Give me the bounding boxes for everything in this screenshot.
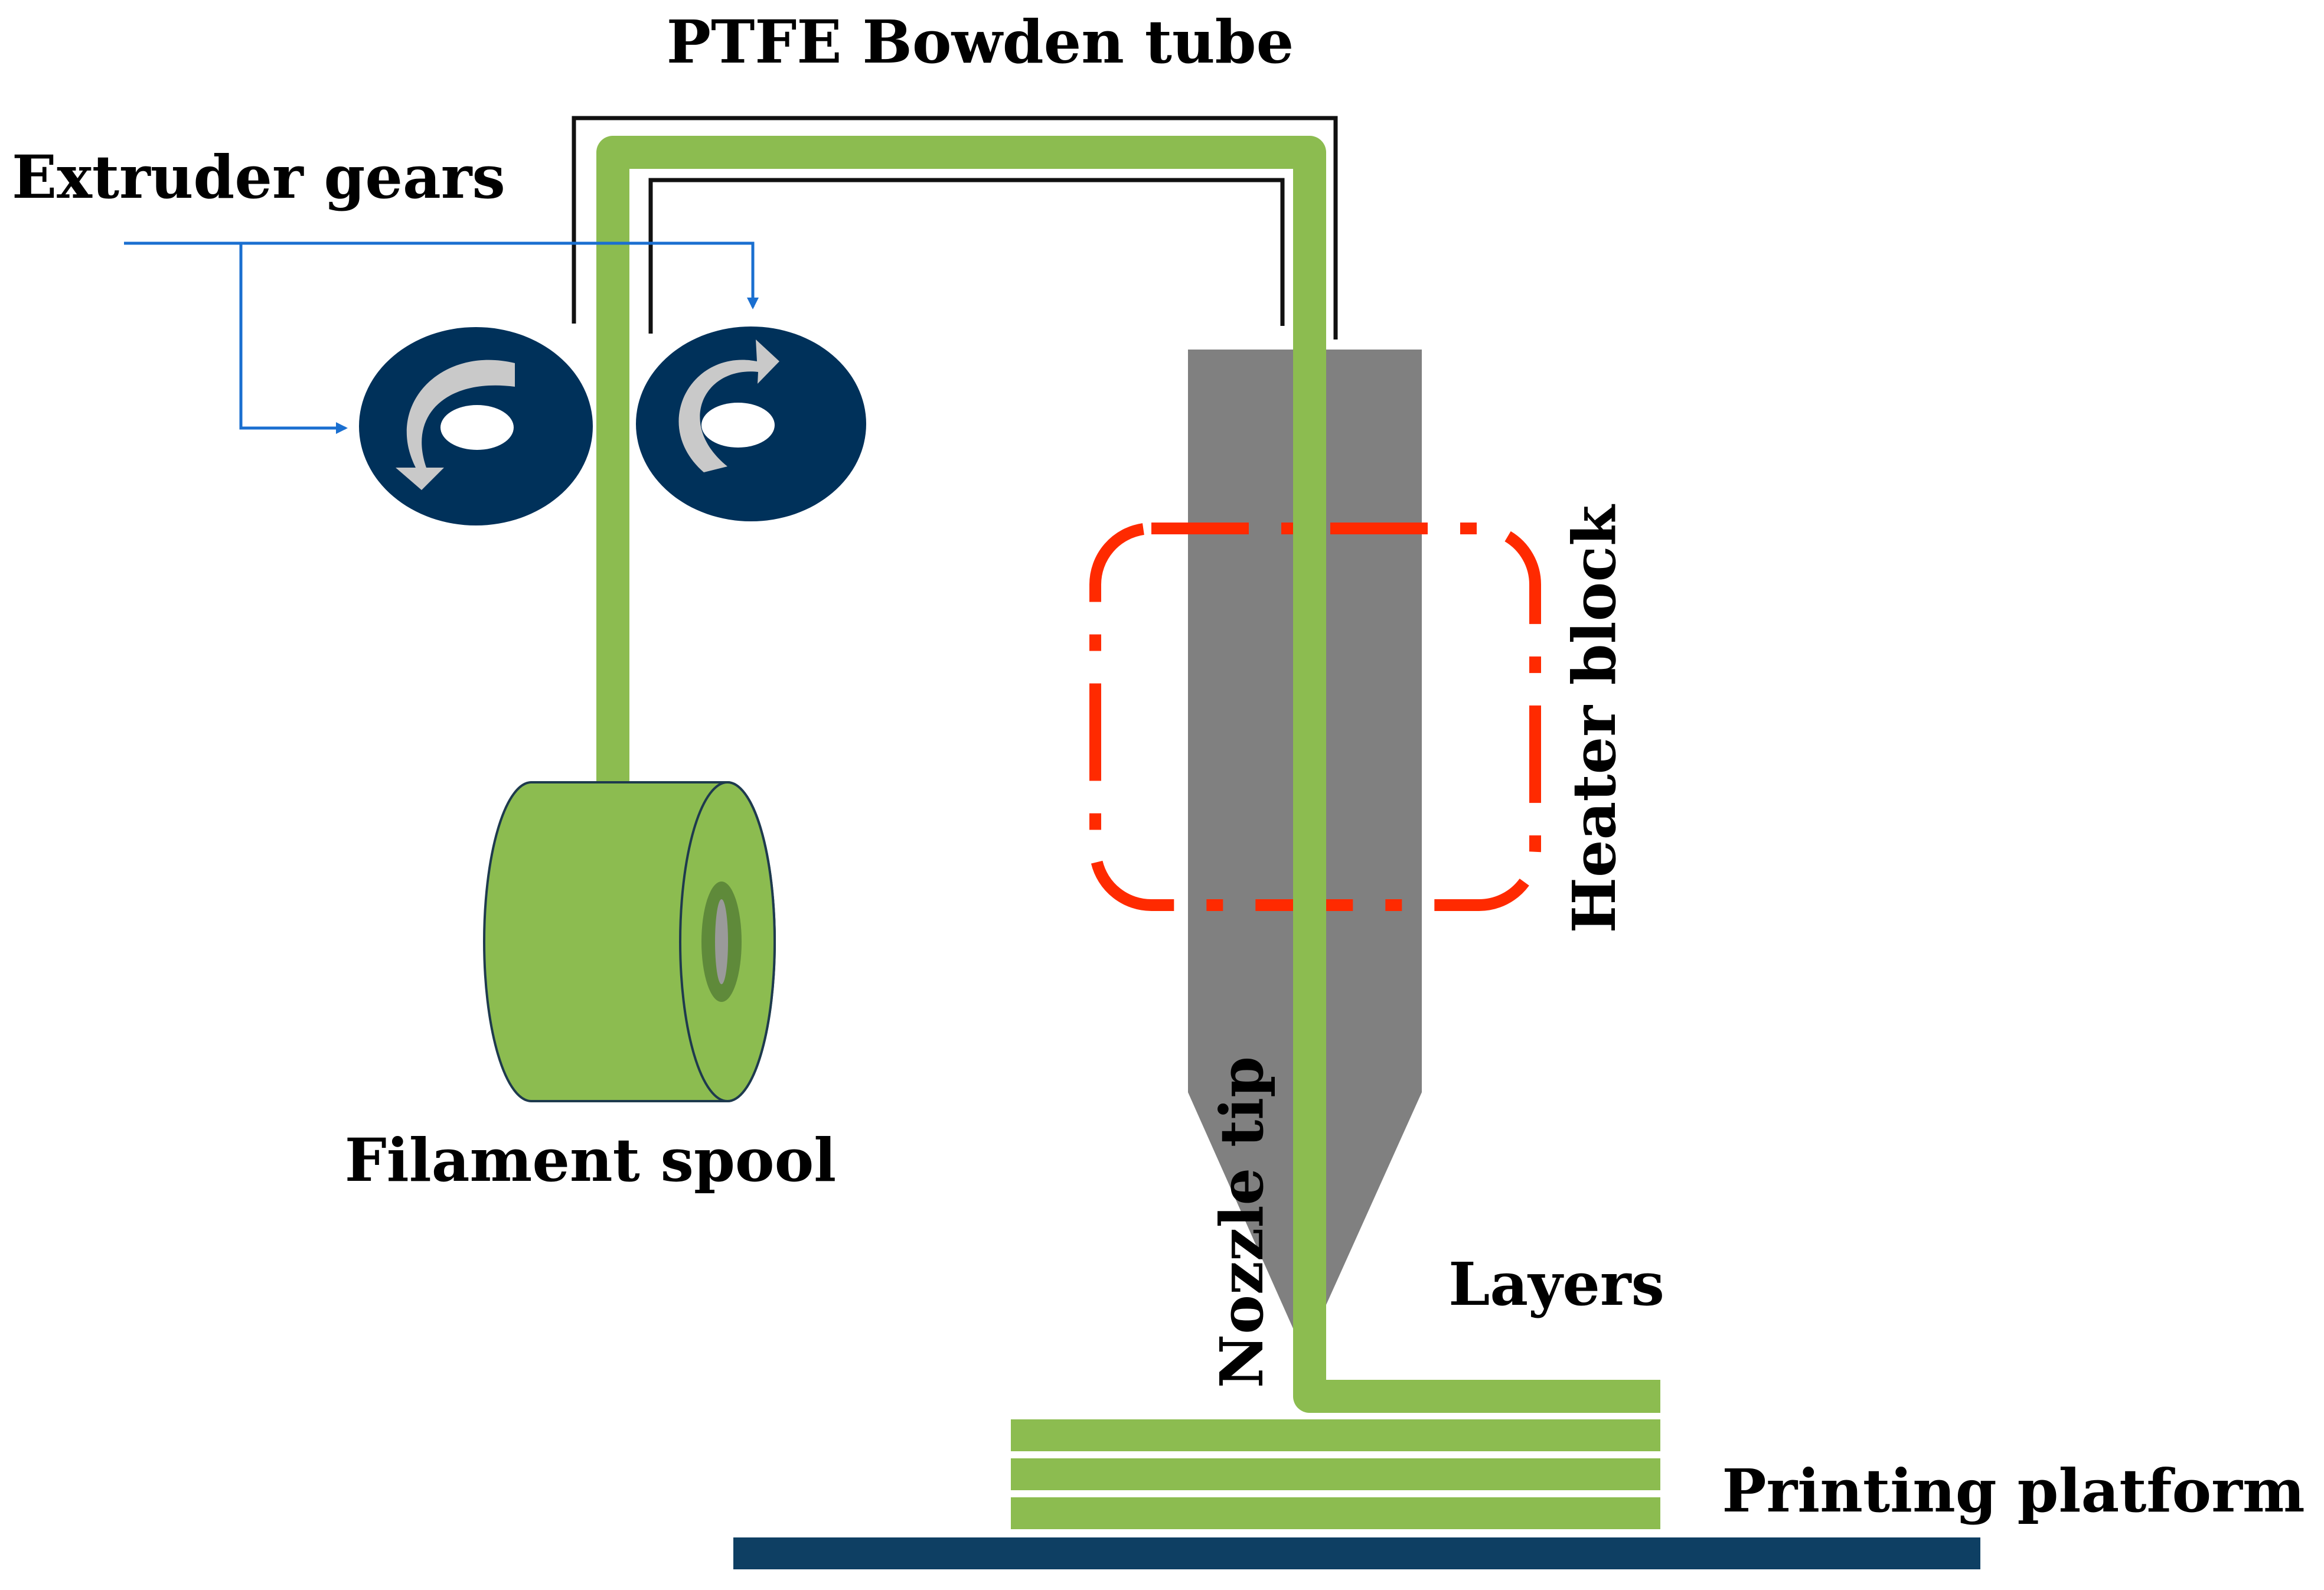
extruder-gear-left — [359, 327, 593, 525]
rotate-cw-icon — [678, 339, 779, 472]
printed-layer — [1011, 1497, 1660, 1529]
nozzle-tip-label: Nozzle tip — [1207, 1056, 1277, 1388]
layers-label: Layers — [1448, 1249, 1664, 1319]
extruder-arrow-right — [241, 241, 759, 309]
extruder-gear-right — [636, 327, 866, 521]
extruder-gears-label: Extruder gears — [12, 142, 505, 212]
extruder-arrow-left — [124, 241, 348, 434]
filament-spool-label: Filament spool — [345, 1125, 837, 1195]
rotate-ccw-icon — [396, 360, 515, 490]
bowden-tube-label: PTFE Bowden tube — [667, 7, 1294, 77]
bowden-tube-inner — [648, 178, 1285, 334]
heater-block-label: Heater block — [1559, 504, 1629, 933]
printing-platform — [733, 1537, 1980, 1569]
bowden-tube-outer — [572, 116, 1338, 339]
spool-core — [715, 899, 728, 984]
printed-layer — [1011, 1458, 1660, 1490]
filament-path — [596, 136, 1660, 1413]
printing-platform-label: Printing platform — [1722, 1456, 2305, 1526]
printed-layer — [1011, 1419, 1660, 1451]
filament-spool — [483, 781, 776, 1102]
